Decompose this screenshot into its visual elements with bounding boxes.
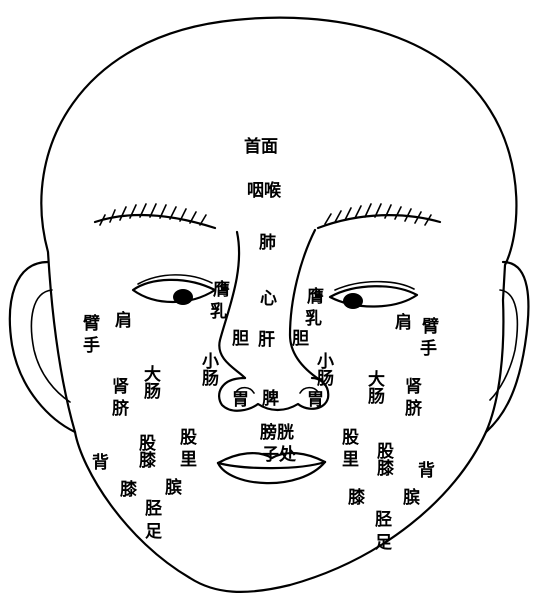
label-ru-left: 乳 [210, 301, 227, 322]
label-zichu: 子处 [262, 444, 297, 465]
label-jian-right: 肩 [395, 312, 412, 333]
label-pangguang: 膀胱 [260, 422, 294, 443]
label-dachang-right: 大肠 [364, 369, 385, 405]
label-dan-left: 胆 [232, 329, 249, 349]
label-gu-right: 股 [342, 428, 359, 448]
label-dan-right: 胆 [292, 329, 309, 349]
label-ying-right: 膺 [307, 286, 324, 307]
label-qi-left: 脐 [112, 398, 130, 419]
label-yanhou: 咽喉 [247, 180, 282, 201]
label-gan: 肝 [258, 330, 275, 350]
label-xiaochang-left: 小肠 [198, 352, 219, 387]
label-bei-right: 背 [418, 460, 435, 481]
label-dachang-left: 大肠 [140, 364, 161, 400]
label-guxi-right: 股膝 [373, 442, 394, 477]
label-li-right: 里 [342, 450, 359, 470]
right-eye-pupil [343, 293, 363, 309]
label-jing-left: 胫 [145, 499, 162, 519]
label-bi-left: 臂 [82, 313, 100, 334]
label-xin: 心 [260, 289, 277, 309]
label-bin-right: 膑 [403, 487, 420, 508]
label-shen-left: 肾 [112, 377, 129, 397]
left-ear [10, 262, 75, 432]
label-bin-left: 膑 [165, 477, 182, 498]
label-ying-left: 膺 [213, 279, 230, 300]
left-eyebrow [95, 215, 215, 228]
label-jing-right: 胫 [375, 510, 392, 530]
label-zu-right: 足 [375, 533, 392, 553]
label-jian-left: 肩 [115, 310, 132, 331]
label-bi-right: 臂 [421, 316, 439, 337]
right-eyebrow [318, 215, 440, 228]
label-gu-left: 股 [180, 428, 197, 448]
label-ru-right: 乳 [305, 308, 322, 329]
head-outline [41, 18, 516, 592]
right-ear [486, 262, 528, 432]
label-wei-left: 胃 [232, 390, 249, 410]
label-xi-right: 膝 [348, 487, 366, 508]
label-shou-right: 手 [420, 338, 437, 359]
label-fei: 肺 [259, 233, 276, 253]
label-zu-left: 足 [145, 522, 162, 542]
label-wei-right: 胃 [307, 390, 324, 410]
label-bei-left: 背 [92, 452, 109, 473]
label-guxi-left: 股膝 [135, 434, 156, 469]
label-xiaochang-right: 小肠 [313, 352, 334, 387]
label-shoumian: 首面 [244, 136, 278, 157]
left-eye-pupil [173, 289, 193, 305]
label-li-left: 里 [180, 450, 197, 470]
label-qi-right: 脐 [405, 398, 423, 419]
label-shen-right: 肾 [405, 377, 422, 397]
label-xi-left: 膝 [120, 479, 138, 500]
label-shou-left: 手 [83, 335, 100, 356]
label-pi: 脾 [262, 388, 279, 409]
right-eye-outline [330, 286, 417, 306]
